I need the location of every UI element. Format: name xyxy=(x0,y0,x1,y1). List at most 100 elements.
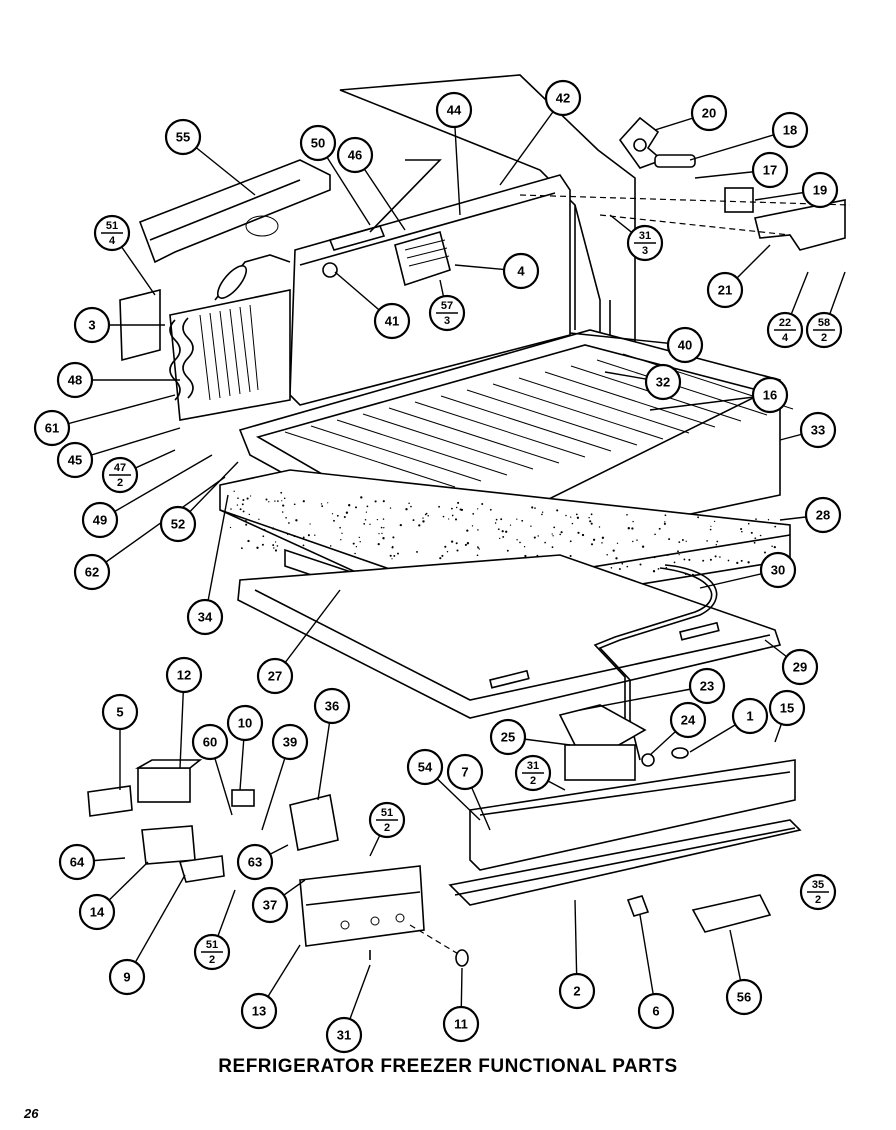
insulation-speckle xyxy=(464,543,467,546)
insulation-speckle xyxy=(333,519,335,522)
grille-slot xyxy=(284,431,456,488)
insulation-speckle xyxy=(658,527,661,530)
insulation-speckle xyxy=(293,535,296,538)
callout-58-2: 582 xyxy=(805,311,843,349)
insulation-speckle xyxy=(509,524,512,526)
callout-31: 31 xyxy=(325,1016,363,1054)
insulation-speckle xyxy=(314,534,316,536)
insulation-speckle xyxy=(408,502,410,504)
callout-bubble xyxy=(256,657,294,695)
insulation-speckle xyxy=(242,498,245,502)
insulation-speckle xyxy=(685,540,687,542)
callout-45: 45 xyxy=(56,441,94,479)
insulation-speckle xyxy=(639,563,642,566)
insulation-speckle xyxy=(524,554,527,558)
insulation-speckle xyxy=(364,518,367,521)
insulation-speckle xyxy=(418,524,421,527)
callout-bubble xyxy=(446,753,484,791)
callout-35-2: 352 xyxy=(799,873,837,911)
insulation-speckle xyxy=(489,508,492,511)
insulation-speckle xyxy=(377,542,380,546)
insulation-speckle xyxy=(309,523,311,525)
insulation-speckle xyxy=(621,562,624,565)
insulation-speckle xyxy=(352,542,355,545)
insulation-speckle xyxy=(505,530,508,533)
insulation-speckle xyxy=(272,544,275,547)
callout-bubble xyxy=(73,306,111,344)
insulation-speckle xyxy=(366,505,369,508)
insulation-speckle xyxy=(457,501,460,504)
insulation-speckle xyxy=(466,542,470,545)
insulation-speckle xyxy=(282,504,285,507)
insulation-speckle xyxy=(354,552,356,555)
insulation-speckle xyxy=(274,549,278,552)
callout-number: 23 xyxy=(700,679,714,694)
insulation-speckle xyxy=(560,531,563,534)
callout-51-2b: 512 xyxy=(193,933,231,971)
insulation-speckle xyxy=(754,537,757,540)
insulation-speckle xyxy=(355,506,357,509)
insulation-speckle xyxy=(274,500,276,502)
insulation-speckle xyxy=(710,525,712,527)
callout-number: 63 xyxy=(248,855,262,870)
insulation-speckle xyxy=(551,533,553,535)
callout-21: 21 xyxy=(706,271,744,309)
insulation-speckle xyxy=(631,527,634,530)
insulation-speckle xyxy=(393,554,396,557)
grille-slot xyxy=(544,371,716,428)
grille-slot xyxy=(414,401,586,458)
insulation-speckle xyxy=(618,568,621,570)
insulation-speckle xyxy=(442,515,445,518)
callout-leader xyxy=(569,332,686,346)
insulation-speckle xyxy=(697,516,700,519)
insulation-speckle xyxy=(320,503,323,505)
callout-number: 51 xyxy=(106,220,118,232)
insulation-speckle xyxy=(665,566,668,569)
callout-64: 64 xyxy=(58,843,96,881)
callout-number: 60 xyxy=(203,735,217,750)
callout-number: 35 xyxy=(812,879,824,891)
callout-number: 46 xyxy=(348,148,362,163)
insulation-speckle xyxy=(616,542,619,544)
insulation-speckle xyxy=(494,522,497,524)
insulation-speckle xyxy=(477,529,479,531)
insulation-speckle xyxy=(552,535,554,537)
callout-bubble xyxy=(731,697,769,735)
insulation-speckle xyxy=(355,546,358,548)
callout-number: 20 xyxy=(702,106,716,121)
callout-bubble xyxy=(804,496,842,534)
callout-number: 50 xyxy=(311,136,325,151)
insulation-speckle xyxy=(590,522,593,525)
callout-leader xyxy=(51,394,176,429)
callout-29: 29 xyxy=(781,648,819,686)
callout-bubble xyxy=(164,118,202,156)
callout-number: 30 xyxy=(771,563,785,578)
insulation-speckle xyxy=(459,508,462,511)
insulation-speckle xyxy=(499,537,501,540)
insulation-speckle xyxy=(246,497,249,500)
callout-number: 9 xyxy=(123,970,130,985)
insulation-speckle xyxy=(444,545,447,548)
insulation-speckle xyxy=(576,516,580,519)
insulation-speckle xyxy=(382,537,385,540)
callout-number: 31 xyxy=(337,1028,351,1043)
grille-slot xyxy=(310,425,482,482)
insulation-speckle xyxy=(592,538,596,541)
insulation-speckle xyxy=(381,532,383,535)
insulation-speckle xyxy=(302,500,305,503)
insulation-speckle xyxy=(610,567,613,569)
callout-number: 18 xyxy=(783,123,797,138)
insulation-speckle xyxy=(677,550,679,553)
insulation-speckle xyxy=(383,527,385,529)
callout-number: 14 xyxy=(90,905,105,920)
callout-leader xyxy=(91,476,226,573)
control-housing xyxy=(448,704,802,933)
callout-bubble xyxy=(186,598,224,636)
insulation-speckle xyxy=(281,511,284,513)
insulation-speckle xyxy=(438,505,441,508)
insulation-speckle xyxy=(714,555,717,558)
insulation-speckle xyxy=(747,561,750,564)
insulation-speckle xyxy=(750,531,753,534)
callout-2: 2 xyxy=(558,972,596,1010)
insulation-speckle xyxy=(519,541,521,544)
